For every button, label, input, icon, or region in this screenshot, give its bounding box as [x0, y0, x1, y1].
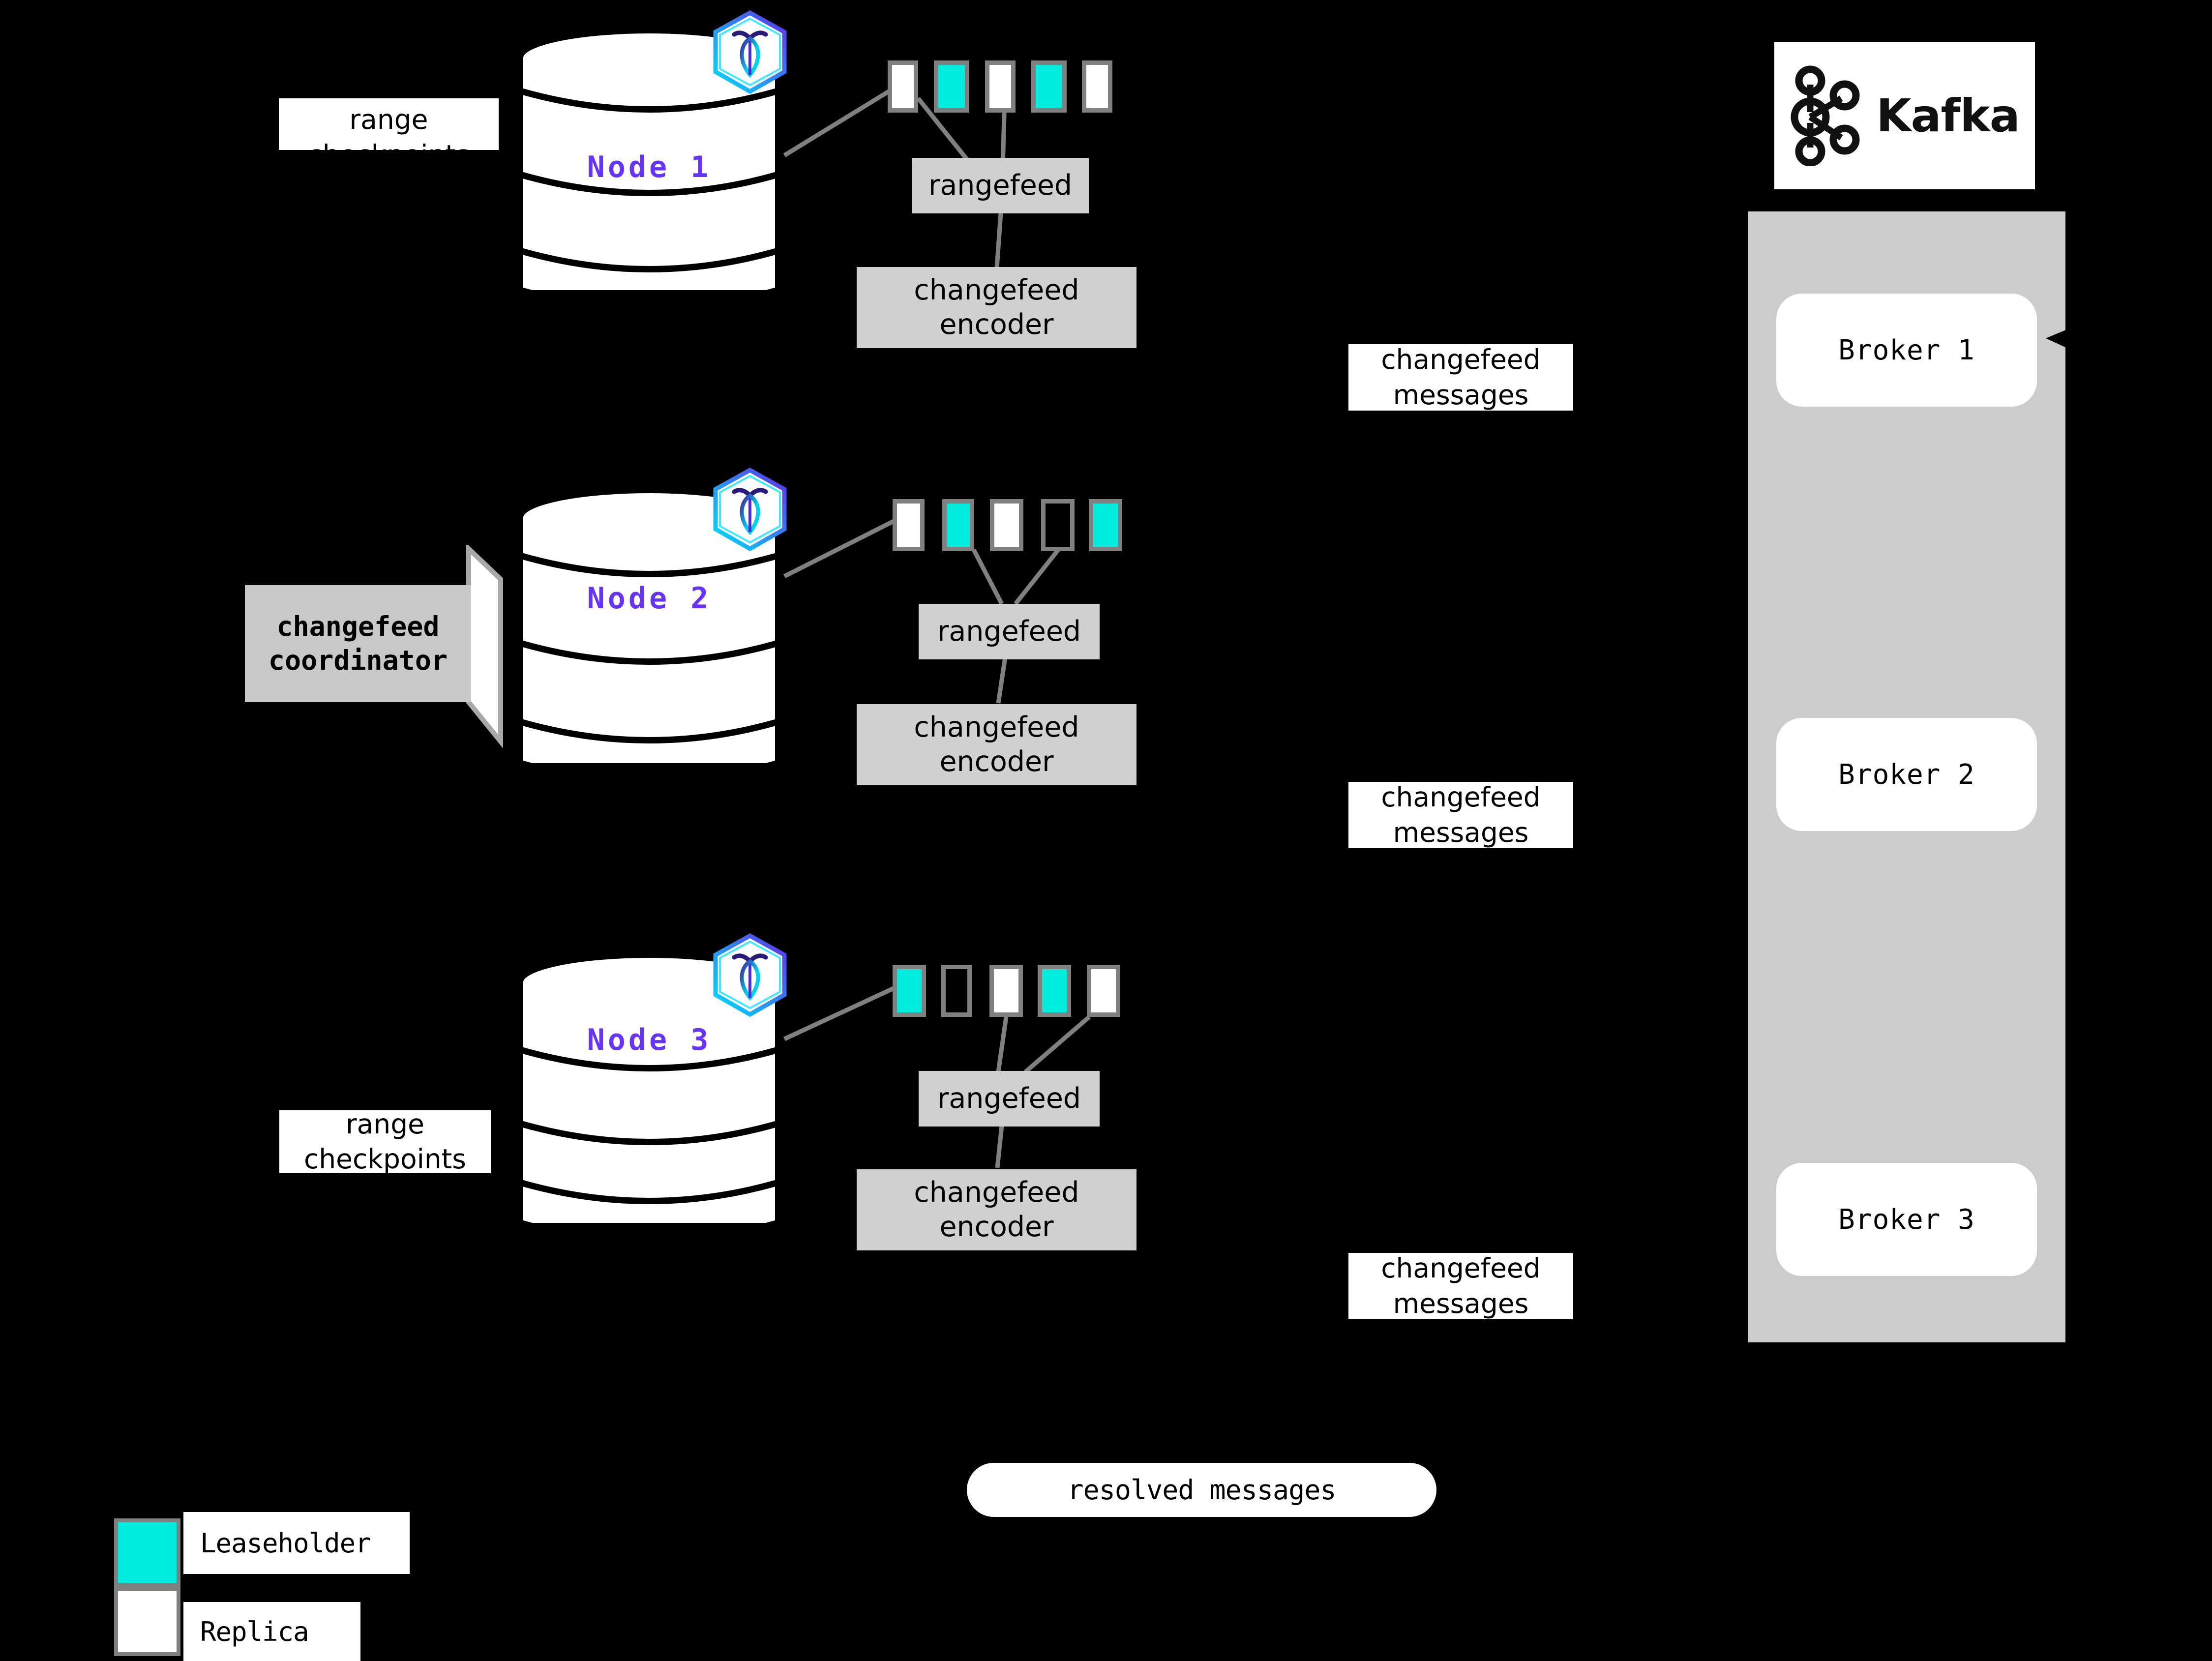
node-1-changefeed-encoder-box[interactable]: changefeed encoder: [857, 267, 1136, 348]
broker-label: Broker 2: [1838, 758, 1975, 791]
coordinator-line-1: changefeed: [276, 611, 440, 643]
node-1-range-checkpoints-caption: range checkpoints: [279, 98, 499, 150]
broker-item[interactable]: Broker 2: [1776, 718, 2037, 831]
kafka-logo-card: Kafka: [1774, 42, 2035, 189]
broker-label: Broker 3: [1838, 1203, 1975, 1236]
cockroachdb-logo-icon: [708, 466, 792, 555]
range-box-replica[interactable]: [893, 499, 925, 551]
caption-line-2: checkpoints: [304, 1143, 466, 1173]
node-1-changefeed-messages-caption: changefeed messages: [1348, 344, 1573, 411]
caption-line-1: range: [346, 1110, 424, 1140]
connector-node1-rangefeed-encoder: [994, 213, 1003, 268]
messages-line-2: messages: [1393, 816, 1529, 848]
legend-swatch-leaseholder: [114, 1518, 180, 1587]
range-box-replica[interactable]: [888, 60, 918, 113]
range-box-leaseholder[interactable]: [942, 499, 974, 551]
connector-node3-rangefeed-encoder: [995, 1121, 1005, 1168]
legend-swatch-replica: [114, 1587, 180, 1656]
messages-line-1: changefeed: [1381, 1253, 1541, 1284]
connector-node1-to-range: [783, 87, 895, 157]
messages-line-2: messages: [1393, 1287, 1529, 1319]
encoder-line-2: encoder: [939, 1210, 1054, 1243]
connector-node2-range2-rangefeed: [972, 548, 1004, 605]
connector-node2-rangefeed-encoder: [996, 653, 1008, 704]
connector-node2-to-range: [783, 519, 895, 579]
cockroachdb-logo-icon: [708, 932, 792, 1020]
range-box-leaseholder[interactable]: [1038, 965, 1071, 1017]
legend-text: Replica: [200, 1616, 309, 1647]
messages-line-1: changefeed: [1381, 782, 1541, 813]
broker-inbound-arrow-icon: [2046, 328, 2069, 349]
range-box-replica[interactable]: [985, 60, 1016, 113]
encoder-line-2: encoder: [939, 308, 1054, 341]
broker-item[interactable]: Broker 3: [1776, 1163, 2037, 1276]
kafka-wordmark: Kafka: [1876, 89, 2020, 142]
rangefeed-label: rangefeed: [937, 1082, 1081, 1115]
node-3-rangefeed-box[interactable]: rangefeed: [919, 1071, 1100, 1127]
rangefeed-label: rangefeed: [928, 169, 1073, 202]
caption-line-2: checkpoints: [308, 138, 470, 150]
changefeed-coordinator-box[interactable]: changefeed coordinator: [245, 585, 471, 702]
range-box-replica[interactable]: [1082, 60, 1112, 113]
node-3-changefeed-encoder-box[interactable]: changefeed encoder: [857, 1169, 1136, 1250]
legend-text: Leaseholder: [200, 1527, 371, 1559]
messages-line-1: changefeed: [1381, 344, 1541, 375]
broker-item[interactable]: Broker 1: [1776, 294, 2037, 407]
caption-line-1: range: [349, 104, 428, 135]
legend-label-leaseholder: Leaseholder: [183, 1512, 410, 1574]
range-box-replica[interactable]: [1087, 965, 1120, 1017]
messages-line-2: messages: [1393, 379, 1529, 411]
broker-label: Broker 1: [1838, 334, 1975, 366]
node-3-changefeed-messages-caption: changefeed messages: [1348, 1253, 1573, 1319]
cockroachdb-logo-icon: [708, 9, 792, 97]
node-2-changefeed-encoder-box[interactable]: changefeed encoder: [857, 704, 1136, 785]
range-box-unavailable[interactable]: [1041, 499, 1075, 551]
resolved-messages-label: resolved messages: [1067, 1474, 1337, 1506]
encoder-line-1: changefeed: [914, 1176, 1079, 1209]
range-box-leaseholder[interactable]: [1031, 60, 1067, 113]
kafka-node-graph-icon: [1790, 63, 1863, 168]
legend-label-replica: Replica: [183, 1602, 360, 1661]
connector-node3-range3-rangefeed: [996, 1016, 1009, 1072]
node-2-changefeed-messages-caption: changefeed messages: [1348, 782, 1573, 848]
connector-node3-range5-rangefeed: [1024, 1015, 1091, 1074]
range-box-leaseholder[interactable]: [893, 965, 926, 1017]
range-box-leaseholder[interactable]: [934, 60, 969, 113]
coordinator-line-2: coordinator: [268, 645, 448, 676]
range-box-leaseholder[interactable]: [1089, 499, 1122, 551]
connector-node3-to-range: [783, 986, 895, 1041]
node-3-range-checkpoints-caption: range checkpoints: [279, 1110, 491, 1173]
node-2-rangefeed-box[interactable]: rangefeed: [919, 604, 1100, 659]
range-box-unavailable[interactable]: [941, 965, 972, 1017]
range-box-replica[interactable]: [990, 499, 1023, 551]
encoder-line-1: changefeed: [914, 273, 1079, 306]
range-box-replica[interactable]: [989, 965, 1023, 1017]
connector-node2-range4-rangefeed: [1014, 548, 1060, 605]
encoder-line-1: changefeed: [914, 711, 1079, 743]
resolved-messages-pill[interactable]: resolved messages: [967, 1463, 1436, 1517]
node-1-rangefeed-box[interactable]: rangefeed: [912, 158, 1089, 213]
encoder-line-2: encoder: [939, 745, 1054, 778]
rangefeed-label: rangefeed: [937, 615, 1081, 648]
